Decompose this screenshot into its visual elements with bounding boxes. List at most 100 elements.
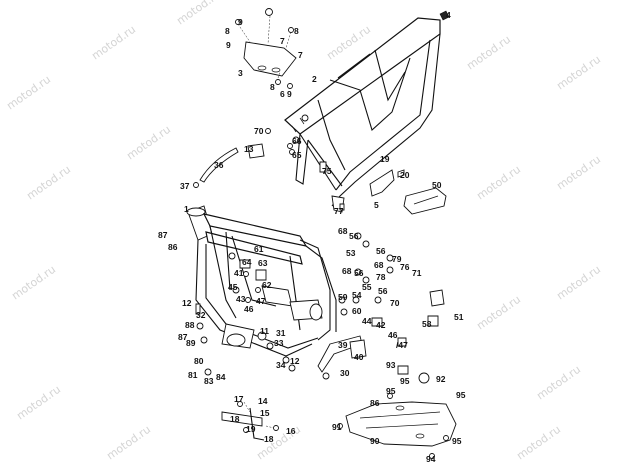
callout-label: 56 xyxy=(354,268,364,278)
callout-label: 39 xyxy=(338,340,348,350)
watermark-text: motod.ru xyxy=(124,123,173,163)
callout-label: 45 xyxy=(228,282,238,292)
callout-label: 70 xyxy=(390,298,400,308)
callout-label: 95 xyxy=(400,376,410,386)
callout-label: 75 xyxy=(322,166,332,176)
callout-label: 34 xyxy=(276,360,286,370)
watermark-text: motod.ru xyxy=(554,153,603,193)
callout-label: 14 xyxy=(258,396,268,406)
callout-label: /47 xyxy=(396,340,408,350)
bracket-plate-drawing xyxy=(235,8,297,89)
watermark-text: motod.ru xyxy=(474,163,523,203)
callout-label: 79 xyxy=(392,254,402,264)
callout-label: 3 xyxy=(238,68,243,78)
callout-label: 64 xyxy=(242,257,252,267)
callout-label: 53 xyxy=(346,248,356,258)
callout-label: 63 xyxy=(258,258,268,268)
fasteners-top-drawing xyxy=(193,128,447,215)
callout-label: 12 xyxy=(182,298,192,308)
callout-label: 92 xyxy=(436,374,446,384)
callout-label: 12 xyxy=(290,356,300,366)
callout-label: 56 xyxy=(378,286,388,296)
callout-label: 62 xyxy=(262,280,272,290)
callout-label: 9 xyxy=(238,17,243,27)
callout-label: 56 xyxy=(376,246,386,256)
callout-label: 89 xyxy=(186,338,196,348)
callout-label: 33 xyxy=(274,338,284,348)
callout-label: 81 xyxy=(188,370,198,380)
callout-label: 46 xyxy=(388,330,398,340)
callout-label: 32 xyxy=(196,310,206,320)
callout-label: 95 xyxy=(452,436,462,446)
callout-label: 5 xyxy=(374,200,379,210)
callout-label: 36 xyxy=(214,160,224,170)
watermark-text: motod.ru xyxy=(464,33,513,73)
callout-label: 68 xyxy=(374,260,384,270)
fasteners-right-drawing xyxy=(195,232,445,384)
watermark-text: motod.ru xyxy=(14,383,63,423)
callout-label: 16 xyxy=(286,426,296,436)
callout-label: 9 xyxy=(226,40,231,50)
callout-label: 94 xyxy=(426,454,436,464)
callout-label: 78 xyxy=(376,272,386,282)
callout-label: 93 xyxy=(386,360,396,370)
callout-labels: 9 8 9 8 7 7 4 2 3 8 6 9 70 66 65 13 36 7… xyxy=(158,10,466,464)
watermark-text: motod.ru xyxy=(554,53,603,93)
callout-label: 20 xyxy=(400,170,410,180)
callout-label: 8 xyxy=(294,26,299,36)
callout-label: 76 xyxy=(400,262,410,272)
callout-label: 51 xyxy=(454,312,464,322)
callout-label: 60 xyxy=(352,306,362,316)
watermark-text: motod.ru xyxy=(174,0,223,27)
watermark-text: motod.ru xyxy=(514,423,563,463)
main-frame-drawing xyxy=(186,205,337,357)
callout-label: 91 xyxy=(332,422,342,432)
callout-label: 31 xyxy=(276,328,286,338)
callout-label: 46 xyxy=(244,304,254,314)
callout-label: 19 xyxy=(380,154,390,164)
callout-label: 8 xyxy=(225,26,230,36)
callout-label: 54 xyxy=(352,290,362,300)
callout-label: 71 xyxy=(412,268,422,278)
watermark-text: motod.ru xyxy=(554,263,603,303)
watermark-text: motod.ru xyxy=(9,263,58,303)
callout-label: 77 xyxy=(334,206,344,216)
callout-label: 83 xyxy=(204,376,214,386)
callout-label: 88 xyxy=(185,320,195,330)
callout-label: 41 xyxy=(234,268,244,278)
callout-label: 56 xyxy=(349,231,359,241)
callout-label: 86 xyxy=(168,242,178,252)
callout-label: 2 xyxy=(312,74,317,84)
callout-label: 15 xyxy=(260,408,270,418)
callout-label: 87 xyxy=(178,332,188,342)
callout-label: 58 xyxy=(422,319,432,329)
callout-label: 95 xyxy=(386,386,396,396)
watermark-text: motod.ru xyxy=(104,423,153,463)
callout-label: 95 xyxy=(456,390,466,400)
callout-label: 11 xyxy=(260,326,269,336)
callout-label: 8 xyxy=(270,82,275,92)
callout-label: 7 xyxy=(298,50,303,60)
callout-label: 84 xyxy=(216,372,226,382)
callout-label: 68 xyxy=(342,266,352,276)
callout-label: 43 xyxy=(236,294,246,304)
callout-label: 70 xyxy=(254,126,264,136)
callout-label: 55 xyxy=(362,282,372,292)
callout-label: 68 xyxy=(338,226,348,236)
watermark-text: motod.ru xyxy=(24,163,73,203)
callout-label: 59 xyxy=(338,292,348,302)
callout-label: 80 xyxy=(194,356,204,366)
callout-label: 42 xyxy=(376,320,386,330)
callout-label: 18 xyxy=(264,434,274,444)
callout-label: 37 xyxy=(180,181,190,191)
callout-label: 44 xyxy=(362,316,372,326)
callout-label: 6 xyxy=(280,89,285,99)
callout-label: 50 xyxy=(432,180,442,190)
callout-label: 13 xyxy=(244,144,254,154)
callout-label: 61 xyxy=(254,244,264,254)
side-stand-drawing xyxy=(221,401,279,441)
callout-label: 30 xyxy=(340,368,350,378)
skid-plate-drawing xyxy=(337,393,457,459)
callout-label: 7 xyxy=(280,36,285,46)
